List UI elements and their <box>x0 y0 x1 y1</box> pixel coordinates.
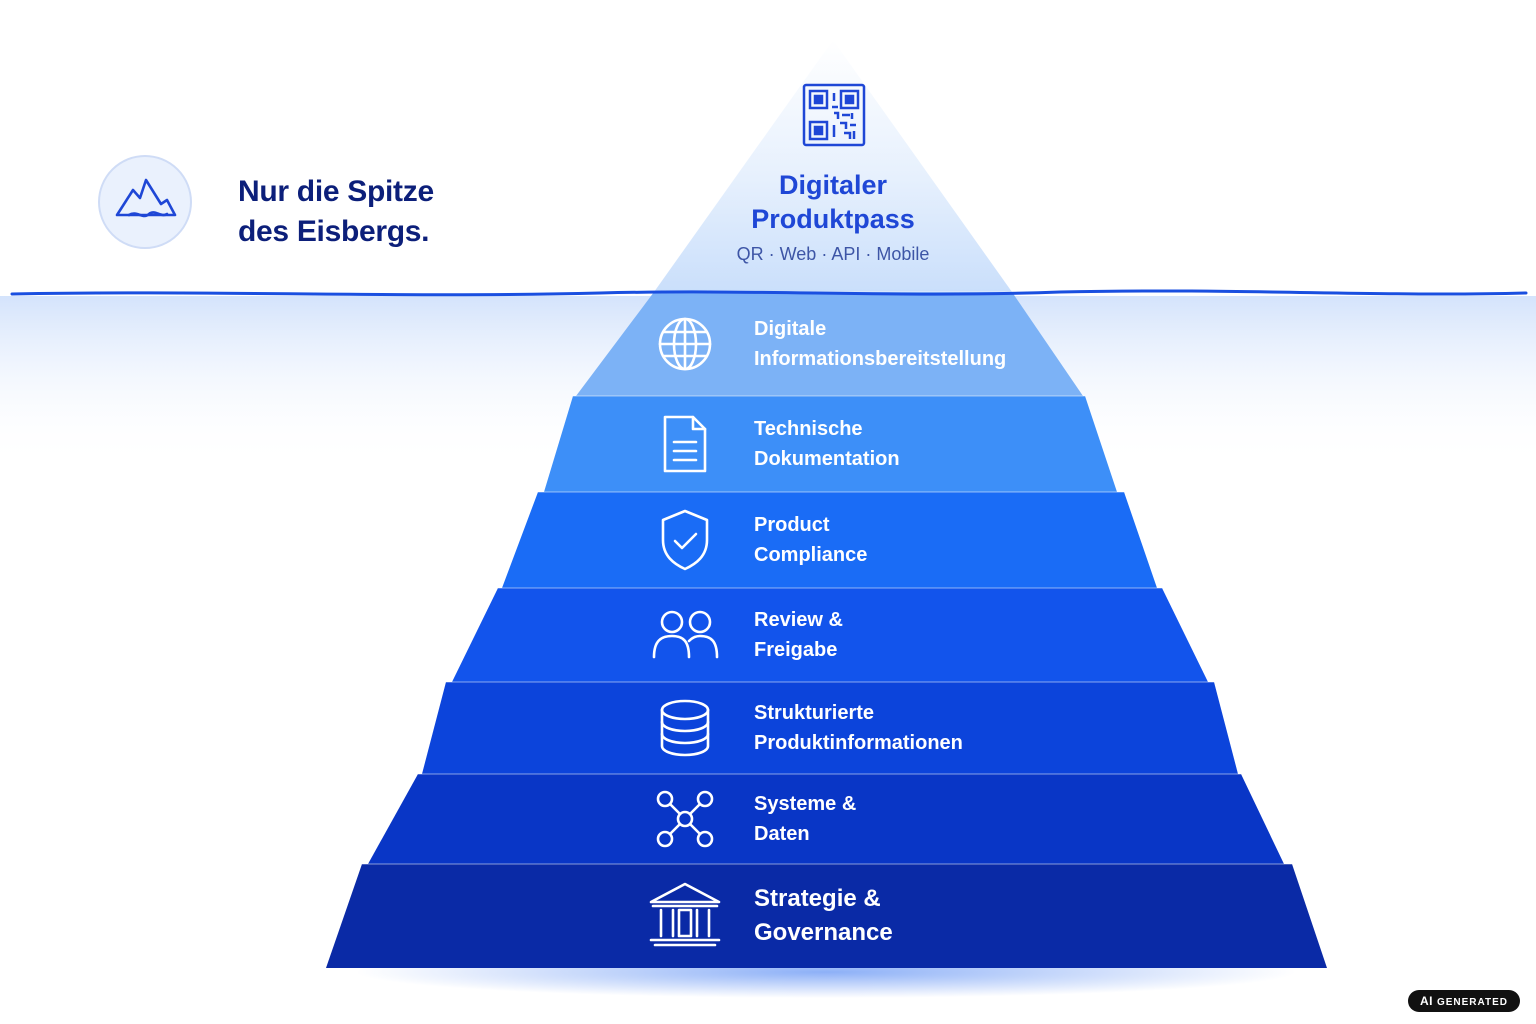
tip-title-line-1: Digitaler <box>778 170 888 200</box>
pyramid-layer-1 <box>576 292 1083 396</box>
ai-badge-ai: AI <box>1419 994 1433 1008</box>
tagline-line-1: Nur die Spitze <box>238 175 434 208</box>
layer-label-line-1: Digitale <box>754 318 827 340</box>
iceberg-badge <box>98 155 192 249</box>
layer-label-line-2: Freigabe <box>754 639 838 661</box>
pyramid-layer-2 <box>544 396 1117 492</box>
tip-title: Digitaler Produktpass <box>683 168 983 236</box>
pyramid-layer-6 <box>368 774 1284 864</box>
pyramid-layer-5 <box>422 682 1238 774</box>
tagline: Nur die Spitze des Eisbergs. <box>238 172 538 252</box>
layer-label-line-1: Strategie & <box>754 885 881 912</box>
globe-icon <box>658 317 712 371</box>
tip-title-line-2: Produktpass <box>751 204 915 234</box>
layer-label-6: Systeme & Daten <box>754 789 856 849</box>
tagline-line-2: des Eisbergs. <box>238 215 430 248</box>
layer-label-line-1: Product <box>754 514 830 536</box>
layer-label-line-1: Review & <box>754 609 843 631</box>
layer-label-line-2: Daten <box>754 823 810 845</box>
iceberg-tip <box>654 40 1012 292</box>
institution-icon <box>649 882 721 947</box>
qr-code-icon <box>802 83 866 147</box>
pyramid-layer-4 <box>452 588 1208 682</box>
pyramid-layer-7 <box>326 864 1327 968</box>
shield-check-icon <box>661 509 709 571</box>
network-icon <box>656 790 714 848</box>
layer-label-line-2: Compliance <box>754 544 868 566</box>
users-icon <box>652 610 719 659</box>
database-icon <box>660 699 710 757</box>
layer-label-line-1: Strukturierte <box>754 702 875 724</box>
ai-badge-generated: GENERATED <box>1436 997 1509 1008</box>
tip-subtitle: QR · Web · API · Mobile <box>736 244 930 264</box>
layer-label-7: Strategie & Governance <box>754 882 893 950</box>
layer-label-line-2: Produktinformationen <box>754 732 963 754</box>
pyramid-layer-3 <box>502 492 1157 588</box>
layer-label-line-2: Informationsbereitstellung <box>754 348 1007 370</box>
layer-label-4: Review & Freigabe <box>754 605 843 665</box>
layer-label-line-2: Governance <box>754 919 893 946</box>
layer-label-line-1: Systeme & <box>754 793 857 815</box>
water-line <box>10 289 1528 297</box>
layer-label-line-1: Technische <box>754 418 863 440</box>
layer-label-line-2: Dokumentation <box>754 448 900 470</box>
document-icon <box>663 415 707 473</box>
